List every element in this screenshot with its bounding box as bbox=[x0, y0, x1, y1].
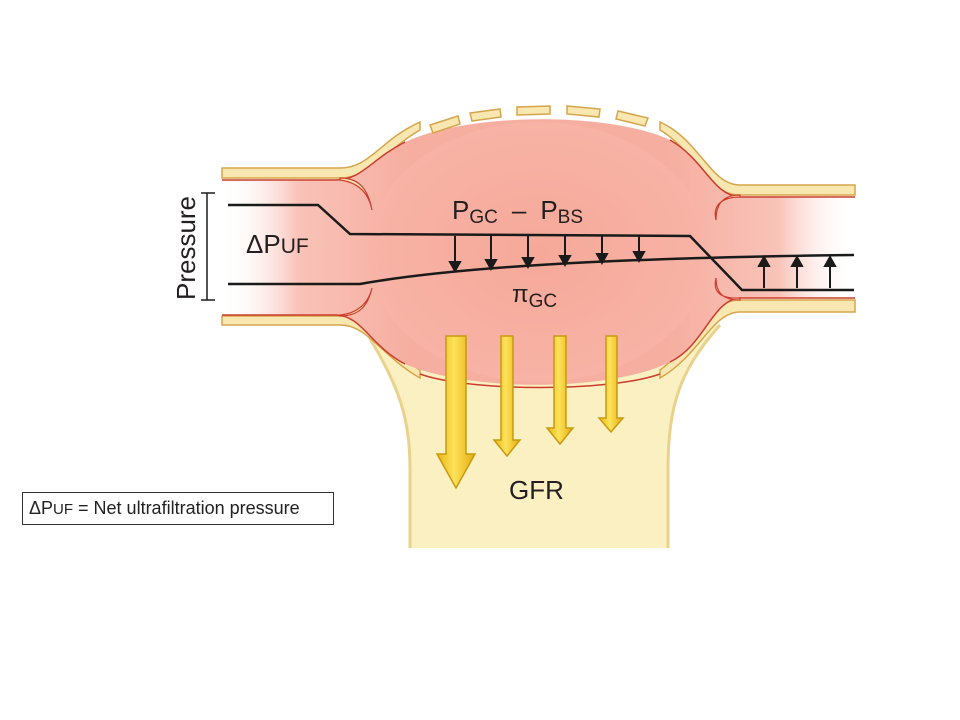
gfr-arrow-4 bbox=[597, 335, 625, 434]
gfr-label: GFR bbox=[509, 475, 564, 505]
oncotic-pressure-line bbox=[228, 253, 855, 286]
gfr-arrow-large bbox=[435, 335, 477, 490]
glomerular-capillary bbox=[222, 119, 855, 385]
hydrostatic-pressure-label: PGC–PBS bbox=[452, 195, 583, 228]
gfr-arrows bbox=[435, 335, 625, 490]
gfr-arrow-2 bbox=[492, 335, 522, 458]
oncotic-pressure-label: πGC bbox=[512, 281, 557, 312]
delta-p-uf-label: ΔPUF bbox=[246, 229, 309, 259]
legend-text: = Net ultrafiltration pressure bbox=[73, 498, 300, 518]
reverse-arrows bbox=[757, 254, 837, 288]
capillary-membrane-bottom bbox=[419, 373, 661, 389]
hydrostatic-pressure-line bbox=[228, 203, 854, 292]
legend-box: ΔPUF = Net ultrafiltration pressure bbox=[22, 492, 334, 525]
legend-symbol: ΔP bbox=[29, 498, 54, 518]
pressure-axis-bracket bbox=[201, 192, 215, 301]
gfr-arrow-3 bbox=[545, 335, 575, 446]
pressure-axis-label: Pressure bbox=[171, 196, 201, 300]
filtration-arrows bbox=[448, 236, 646, 274]
legend-symbol-sub: UF bbox=[53, 501, 74, 518]
pressure-lines bbox=[228, 203, 855, 292]
capillary-membrane-top bbox=[429, 105, 650, 134]
